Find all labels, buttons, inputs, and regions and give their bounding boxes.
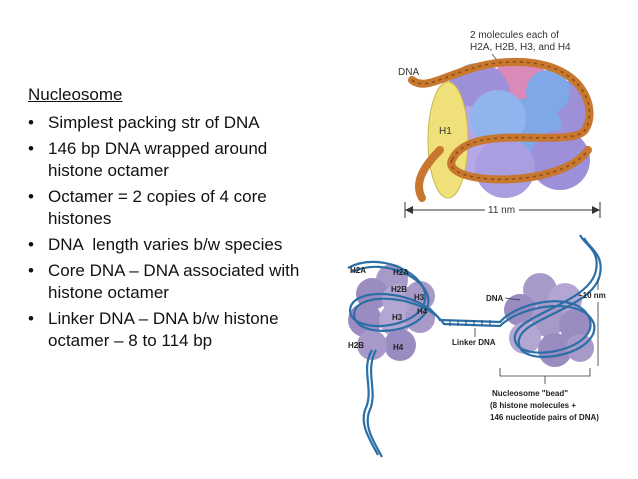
bullet-text: DNA length varies b/w species xyxy=(48,235,283,254)
bullet-text: Octamer = 2 copies of 4 core xyxy=(48,187,267,206)
bullet-dot: • xyxy=(28,235,34,254)
h1-label: H1 xyxy=(439,126,452,137)
bullet-list: • Simplest packing str of DNA • 146 bp DNA… xyxy=(28,112,348,352)
bullet-text: Linker DNA – DNA b/w histone xyxy=(48,309,279,328)
histone-label: H4 xyxy=(417,307,428,316)
bullet-dot: • xyxy=(28,113,34,132)
bullet-item: • Simplest packing str of DNA xyxy=(28,112,348,134)
histone-bead xyxy=(538,333,572,367)
bullet-text: histone octamer xyxy=(48,161,169,180)
bead-caption-line2: (8 histone molecules + xyxy=(490,401,576,410)
histone-label: H2B xyxy=(348,341,364,350)
size-label: ~10 nm xyxy=(578,291,606,300)
dna-helix-rungs xyxy=(449,320,491,326)
bead-caption-line1: Nucleosome "bead" xyxy=(492,389,568,398)
bullet-item: • Core DNA – DNA associated with histone o… xyxy=(28,260,348,304)
top-dna-label: DNA xyxy=(398,67,419,78)
scale-label: 11 nm xyxy=(488,205,515,216)
bullet-dot: • xyxy=(28,187,34,206)
dna-leader-line xyxy=(504,297,521,301)
bullet-item: • DNA length varies b/w species xyxy=(28,234,348,256)
histone-bead xyxy=(384,329,416,361)
histone-bead xyxy=(348,303,382,337)
histone-sphere xyxy=(470,90,526,146)
histone-bead xyxy=(559,309,591,341)
scale-bar xyxy=(404,202,601,218)
bead-bracket xyxy=(499,368,591,377)
histone-octamer xyxy=(436,58,590,198)
text-block: Nucleosome • Simplest packing str of DNA … xyxy=(28,84,348,356)
bullet-dot: • xyxy=(28,309,34,328)
bullet-text: Core DNA – DNA associated with xyxy=(48,261,300,280)
bullet-dot: • xyxy=(28,139,34,158)
histone-bead xyxy=(357,330,387,360)
bottom-dna-label: DNA xyxy=(486,294,504,303)
octamer-caption-line1: 2 molecules each of xyxy=(470,30,559,41)
bullet-dot: • xyxy=(28,261,34,280)
dna-coil-texture xyxy=(411,61,591,181)
bullet-text: histone octamer xyxy=(48,283,169,302)
bullet-text: histones xyxy=(48,209,112,228)
histone-label: H4 xyxy=(393,343,404,352)
histone-label: H2A xyxy=(350,266,366,275)
linker-dna-label: Linker DNA xyxy=(452,338,496,347)
bullet-text: Simplest packing str of DNA xyxy=(48,113,260,132)
bullet-item: • Octamer = 2 copies of 4 core histones xyxy=(28,186,348,230)
histone-label: H2A xyxy=(393,268,409,277)
histone-sphere xyxy=(526,70,570,114)
histone-label: H3 xyxy=(414,293,425,302)
bullet-item: • 146 bp DNA wrapped around histone octame… xyxy=(28,138,348,182)
octamer-caption-line2: H2A, H2B, H3, and H4 xyxy=(470,42,571,53)
slide-heading: Nucleosome xyxy=(28,85,123,104)
bullet-text: 146 bp DNA wrapped around xyxy=(48,139,268,158)
bead-caption-line3: 146 nucleotide pairs of DNA) xyxy=(490,413,599,422)
histone-label: H3 xyxy=(392,313,403,322)
bullet-text: octamer – 8 to 114 bp xyxy=(48,331,213,350)
histone-label: H2B xyxy=(391,285,407,294)
bullet-item: • Linker DNA – DNA b/w histone octamer – 8… xyxy=(28,308,348,352)
dna-helix xyxy=(347,234,602,458)
